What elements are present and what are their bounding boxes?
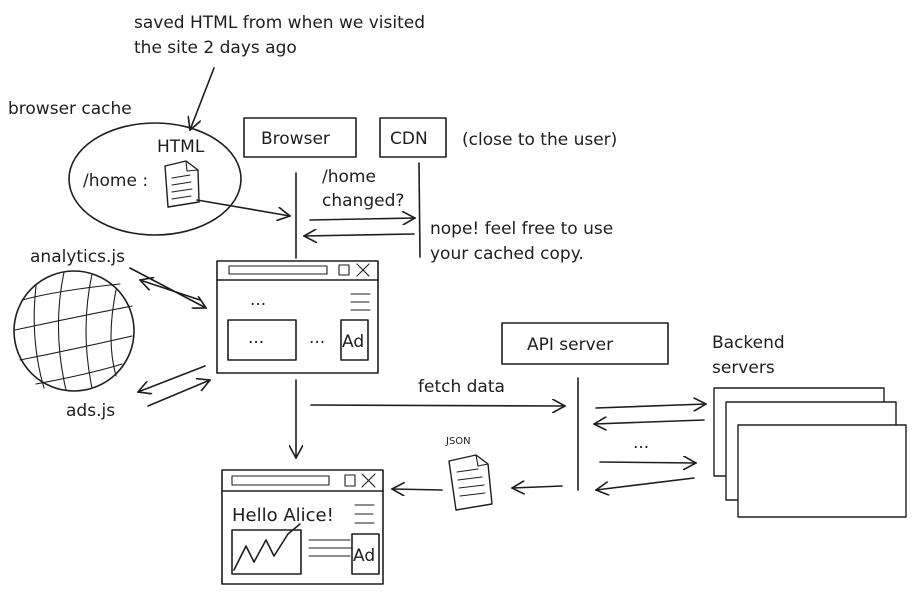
cdn-box: [379, 117, 447, 158]
request-arrow: [309, 218, 415, 220]
maximize-icon: [344, 474, 356, 487]
ad-slot: [340, 319, 369, 361]
saved-html-pointer-arrow: [190, 67, 215, 130]
menu-icon: [354, 504, 375, 524]
ad-label-bottom: Ad: [353, 546, 375, 566]
json-to-browser-arrow: [392, 489, 443, 490]
browser-window-initial: ... ... ... Ad: [216, 260, 379, 374]
api-to-backend-arrow-2: [599, 462, 696, 463]
browser-cache-ellipse: [68, 122, 242, 236]
backend-servers-stack: [713, 387, 907, 518]
internet-globe-icon: [13, 270, 135, 392]
backend-calls-ellipsis: ...: [633, 433, 649, 453]
content-dots-side: ...: [309, 328, 325, 348]
ads-js-label: ads.js: [66, 401, 115, 421]
nope-note-line2: your cached copy.: [430, 244, 584, 264]
backend-label-line2: servers: [712, 358, 775, 378]
fetch-data-label: fetch data: [418, 377, 505, 397]
api-to-backend-arrow-1: [595, 404, 706, 408]
browser-box: [243, 117, 357, 158]
backend-to-api-arrow-1: [594, 420, 705, 424]
fetch-data-arrow: [310, 405, 565, 406]
menu-icon: [350, 293, 371, 311]
close-icon: [356, 263, 370, 277]
ad-slot: [351, 533, 380, 575]
line-chart-icon: [233, 523, 301, 571]
saved-html-note-line1: saved HTML from when we visited: [134, 13, 425, 33]
api-to-json-arrow: [512, 486, 563, 488]
ads-to-browser-arrow: [147, 380, 210, 407]
browser-to-ads-arrow: [138, 365, 206, 392]
content-dots-top: ...: [250, 290, 266, 310]
analytics-to-browser-arrow: [129, 267, 206, 308]
browser-cache-label: browser cache: [8, 99, 132, 119]
analytics-js-label: analytics.js: [30, 247, 125, 267]
cached-html-document-icon: [164, 160, 200, 208]
backend-to-api-arrow-2: [596, 477, 695, 490]
greeting-text: Hello Alice!: [232, 505, 334, 526]
nope-note-line1: nope! feel free to use: [430, 219, 613, 239]
json-document-icon: [448, 454, 493, 511]
home-changed-line2: changed?: [322, 191, 404, 211]
close-icon: [361, 473, 376, 488]
text-lines: [308, 539, 353, 557]
saved-html-note-line2: the site 2 days ago: [134, 38, 297, 58]
browser-to-analytics-arrow: [140, 280, 201, 301]
cdn-box-label: CDN: [390, 129, 428, 149]
api-server-box: [501, 322, 669, 365]
content-dots-panel: ...: [248, 328, 264, 348]
cdn-lifeline: [418, 162, 421, 258]
maximize-icon: [338, 264, 350, 276]
close-to-user-note: (close to the user): [462, 130, 617, 150]
browser-window-rendered: Hello Alice! Ad: [221, 469, 384, 585]
backend-label-line1: Backend: [712, 333, 785, 353]
response-arrow: [304, 234, 415, 236]
content-panel: [227, 319, 297, 361]
cache-home-label: /home :: [83, 171, 148, 191]
browser-box-label: Browser: [261, 129, 330, 149]
chart-panel: [231, 529, 302, 575]
home-changed-line1: /home: [322, 167, 376, 187]
api-server-label: API server: [527, 335, 613, 355]
json-label: JSON: [445, 436, 471, 447]
cache-to-browser-arrow: [196, 199, 290, 216]
ad-label-top: Ad: [342, 332, 364, 352]
cache-html-label: HTML: [157, 137, 205, 157]
